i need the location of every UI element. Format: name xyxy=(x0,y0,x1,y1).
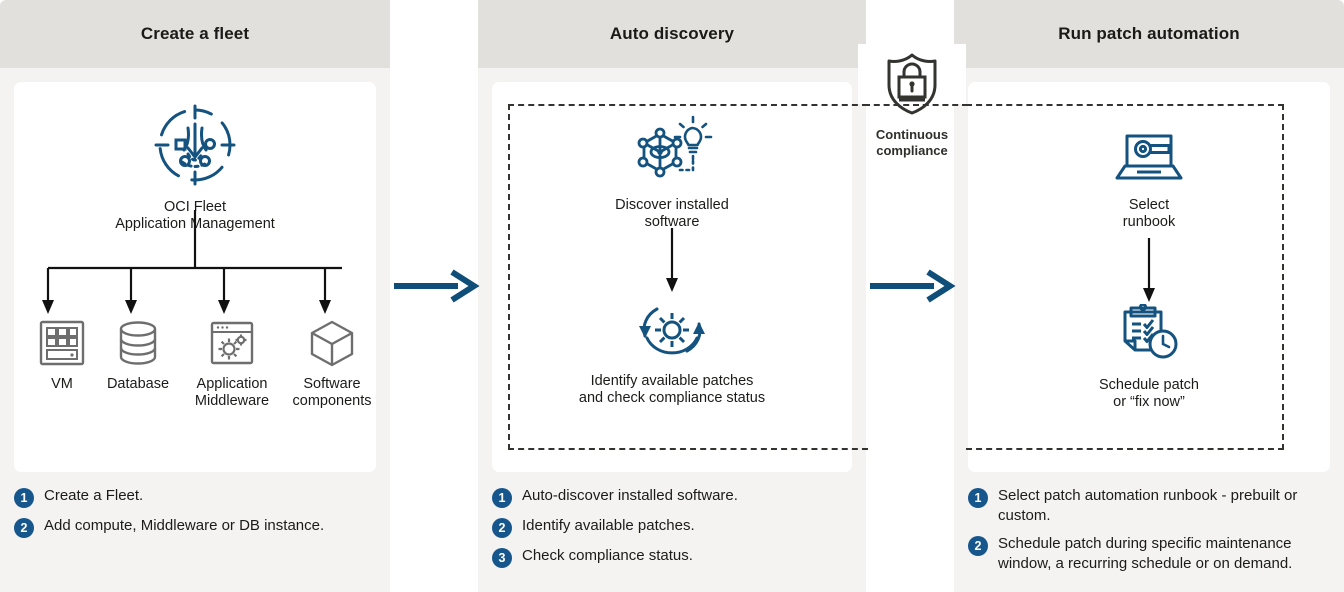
node-schedule-patch: Schedule patch or “fix now” xyxy=(968,302,1330,412)
laptop-wrench-icon xyxy=(1113,134,1185,190)
column-body-auto-discovery: Discover installed software xyxy=(478,68,866,592)
bullet-number: 1 xyxy=(968,488,988,508)
list-item: 2 Schedule patch during specific mainten… xyxy=(968,534,1336,574)
column-create-a-fleet: Create a fleet xyxy=(0,0,390,592)
list-item: 3 Check compliance status. xyxy=(492,546,858,568)
panel-create-a-fleet: OCI Fleet Application Management xyxy=(14,82,376,472)
leaf-label: Database xyxy=(106,376,170,392)
list-item: 1 Auto-discover installed software. xyxy=(492,486,858,508)
bullet-number: 1 xyxy=(492,488,512,508)
leaf-label: Software components xyxy=(292,376,372,410)
leaf-application-middleware: Application Middleware xyxy=(180,318,284,410)
application-middleware-icon xyxy=(207,321,257,372)
list-item: 1 Create a Fleet. xyxy=(14,486,382,508)
database-icon xyxy=(113,321,163,372)
vm-icon xyxy=(37,320,87,372)
leaf-database: Database xyxy=(86,318,190,393)
node-label: Select runbook xyxy=(1122,197,1176,231)
bullet-number: 3 xyxy=(492,548,512,568)
node-label: Discover installed software xyxy=(615,197,729,231)
node-label: Schedule patch or “fix now” xyxy=(1099,377,1199,411)
column-body-create-a-fleet: OCI Fleet Application Management xyxy=(0,68,390,592)
leaf-label: Application Middleware xyxy=(194,376,270,410)
panel-auto-discovery: Discover installed software xyxy=(492,82,852,472)
node-discover-installed-software: Discover installed software xyxy=(492,112,852,232)
bullet-number: 2 xyxy=(492,518,512,538)
bullet-text: Select patch automation runbook - prebui… xyxy=(998,487,1298,524)
bullet-list-run-patch-automation: 1 Select patch automation runbook - preb… xyxy=(968,486,1336,582)
bullet-text: Check compliance status. xyxy=(522,547,693,564)
column-auto-discovery: Auto discovery xyxy=(478,0,866,592)
list-item: 1 Select patch automation runbook - preb… xyxy=(968,486,1336,526)
bullet-list-create-a-fleet: 1 Create a Fleet. 2 Add compute, Middlew… xyxy=(14,486,382,546)
bullet-text: Auto-discover installed software. xyxy=(522,487,738,504)
node-identify-available-patches: Identify available patches and check com… xyxy=(492,298,852,408)
leaf-software-components: Software components xyxy=(280,318,384,410)
arrow-discovery-to-patch xyxy=(870,269,956,303)
fleet-target-icon xyxy=(152,104,238,192)
badge-label: Continuous compliance xyxy=(875,127,949,159)
bullet-number: 1 xyxy=(14,488,34,508)
list-item: 2 Identify available patches. xyxy=(492,516,858,538)
clipboard-clock-icon xyxy=(1115,302,1183,370)
bullet-list-auto-discovery: 1 Auto-discover installed software. 2 Id… xyxy=(492,486,858,576)
column-title-run-patch-automation: Run patch automation xyxy=(954,0,1344,68)
node-label: Identify available patches and check com… xyxy=(578,373,766,407)
column-body-run-patch-automation: Select runbook xyxy=(954,68,1344,592)
bullet-text: Identify available patches. xyxy=(522,517,695,534)
patch-gear-refresh-icon xyxy=(634,307,710,366)
leaf-label: VM xyxy=(51,376,73,392)
bullet-text: Create a Fleet. xyxy=(44,487,144,504)
panel-run-patch-automation: Select runbook xyxy=(968,82,1330,472)
leaf-vm: VM xyxy=(10,318,114,393)
bullet-text: Add compute, Middleware or DB instance. xyxy=(44,517,325,534)
connector-arrow-down xyxy=(1143,238,1155,302)
software-components-icon xyxy=(306,320,358,372)
connector-arrow-down xyxy=(666,228,678,292)
bullet-number: 2 xyxy=(14,518,34,538)
arrow-create-to-discovery xyxy=(394,269,480,303)
list-item: 2 Add compute, Middleware or DB instance… xyxy=(14,516,382,538)
column-run-patch-automation: Run patch automation xyxy=(954,0,1344,592)
shield-lock-icon xyxy=(866,52,958,121)
bullet-number: 2 xyxy=(968,535,988,556)
discover-network-bulb-icon xyxy=(630,115,714,190)
column-title-create-a-fleet: Create a fleet xyxy=(0,0,390,68)
dashed-compliance-bridge xyxy=(864,104,968,106)
continuous-compliance-badge: Continuous compliance xyxy=(866,52,958,160)
node-select-runbook: Select runbook xyxy=(968,128,1330,232)
tree-connectors xyxy=(42,210,342,314)
column-title-auto-discovery: Auto discovery xyxy=(478,0,866,68)
bullet-text: Schedule patch during specific maintenan… xyxy=(998,534,1293,572)
